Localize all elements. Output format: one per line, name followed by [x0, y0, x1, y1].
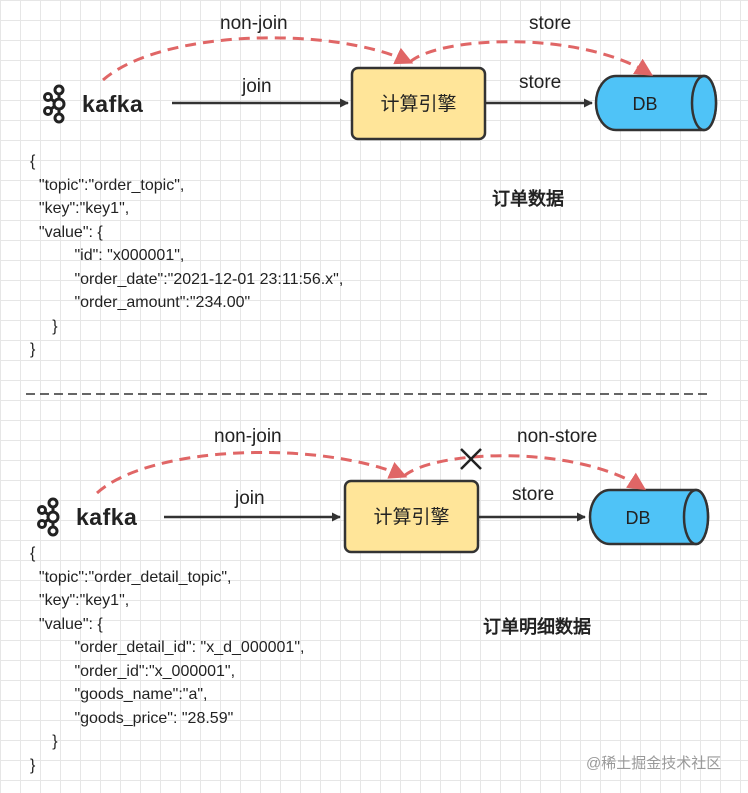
non-join-label: non-join	[220, 13, 288, 34]
store-dashed-arrow	[409, 40, 654, 76]
order-json-block: { "topic":"order_topic", "key":"key1", "…	[30, 150, 343, 362]
json-line: "id": "x000001",	[30, 247, 185, 264]
join-label: join	[234, 488, 265, 509]
json-line: }	[30, 756, 36, 774]
json-line: "value": {	[30, 223, 103, 241]
order-detail-data-caption: 订单明细数据	[483, 617, 591, 637]
json-line: "order_id":"x_000001",	[30, 662, 236, 680]
json-line: "key":"key1",	[30, 592, 130, 609]
non-join-dashed-arrow	[95, 450, 408, 495]
json-line: }	[30, 317, 58, 335]
database-icon	[594, 74, 718, 132]
json-line: }	[30, 733, 58, 750]
json-line: "topic":"order_topic",	[30, 176, 185, 194]
bottom-section: kafka join 计算引擎 store DB non-join non-st…	[37, 426, 710, 554]
json-line: {	[30, 153, 36, 170]
order-data-caption: 订单数据	[492, 189, 564, 209]
join-label: join	[241, 76, 272, 97]
json-line: "goods_price": "28.59"	[30, 709, 234, 727]
store-dashed-label: store	[529, 13, 571, 34]
kafka-logo-icon	[43, 84, 66, 124]
watermark: @稀土掘金技术社区	[586, 755, 722, 772]
non-join-label: non-join	[214, 426, 282, 447]
db-label: DB	[632, 94, 657, 114]
non-store-dashed-arrow	[403, 454, 647, 490]
json-line: "goods_name":"a",	[30, 686, 208, 703]
json-line: }	[30, 341, 36, 358]
compute-engine-label: 计算引擎	[373, 506, 449, 528]
non-join-dashed-arrow	[102, 36, 414, 82]
json-line: {	[30, 545, 36, 562]
non-store-label: non-store	[517, 426, 597, 447]
json-line: "topic":"order_detail_topic",	[30, 568, 232, 586]
compute-engine-box	[350, 66, 487, 141]
json-line: "order_date":"2021-12-01 23:11:56.x",	[30, 270, 344, 288]
json-line: "order_detail_id": "x_d_000001",	[30, 639, 305, 656]
kafka-label: kafka	[82, 91, 143, 117]
json-line: "order_amount":"234.00"	[30, 294, 251, 311]
json-line: "key":"key1",	[30, 200, 130, 217]
store-label: store	[512, 484, 554, 505]
json-line: "value": {	[30, 615, 103, 633]
kafka-label: kafka	[76, 504, 137, 530]
kafka-logo-icon	[37, 497, 60, 537]
top-section: kafka join 计算引擎 store DB non-join store	[43, 13, 718, 141]
db-label: DB	[625, 508, 650, 528]
store-label: store	[519, 72, 561, 93]
order-detail-json-block: { "topic":"order_detail_topic", "key":"k…	[30, 542, 304, 777]
compute-engine-box	[343, 479, 480, 554]
compute-engine-label: 计算引擎	[380, 93, 456, 115]
cross-mark-icon	[460, 448, 482, 470]
database-icon	[588, 488, 710, 546]
